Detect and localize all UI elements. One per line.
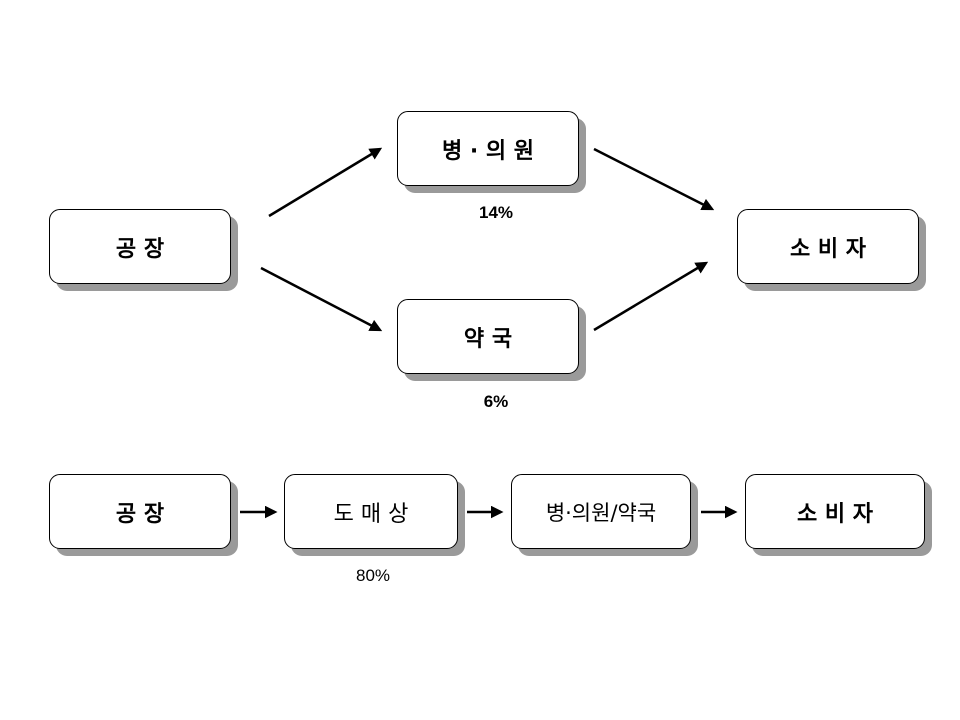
arrow-factory-to-pharmacy — [260, 266, 383, 332]
pharmacy-box: 약 국 — [397, 299, 579, 374]
factory-box-upper: 공 장 — [49, 209, 231, 284]
wholesaler-share-label: 80% — [355, 566, 391, 585]
pharmacy-share-label: 6% — [483, 392, 509, 411]
consumer-box-upper: 소 비 자 — [737, 209, 919, 284]
hospital-pharmacy-box: 병·의원/약국 — [511, 474, 691, 549]
hospital-clinic-box: 병 · 의 원 — [397, 111, 579, 186]
arrow-pharmacy-to-consumer — [593, 261, 709, 332]
arrow-factory-to-hospital — [268, 147, 383, 218]
arrow-hospital-to-consumer — [593, 147, 715, 211]
consumer-box-lower: 소 비 자 — [745, 474, 925, 549]
factory-box-lower: 공 장 — [49, 474, 231, 549]
wholesaler-box: 도 매 상 — [284, 474, 458, 549]
hospital-share-label: 14% — [478, 203, 514, 222]
